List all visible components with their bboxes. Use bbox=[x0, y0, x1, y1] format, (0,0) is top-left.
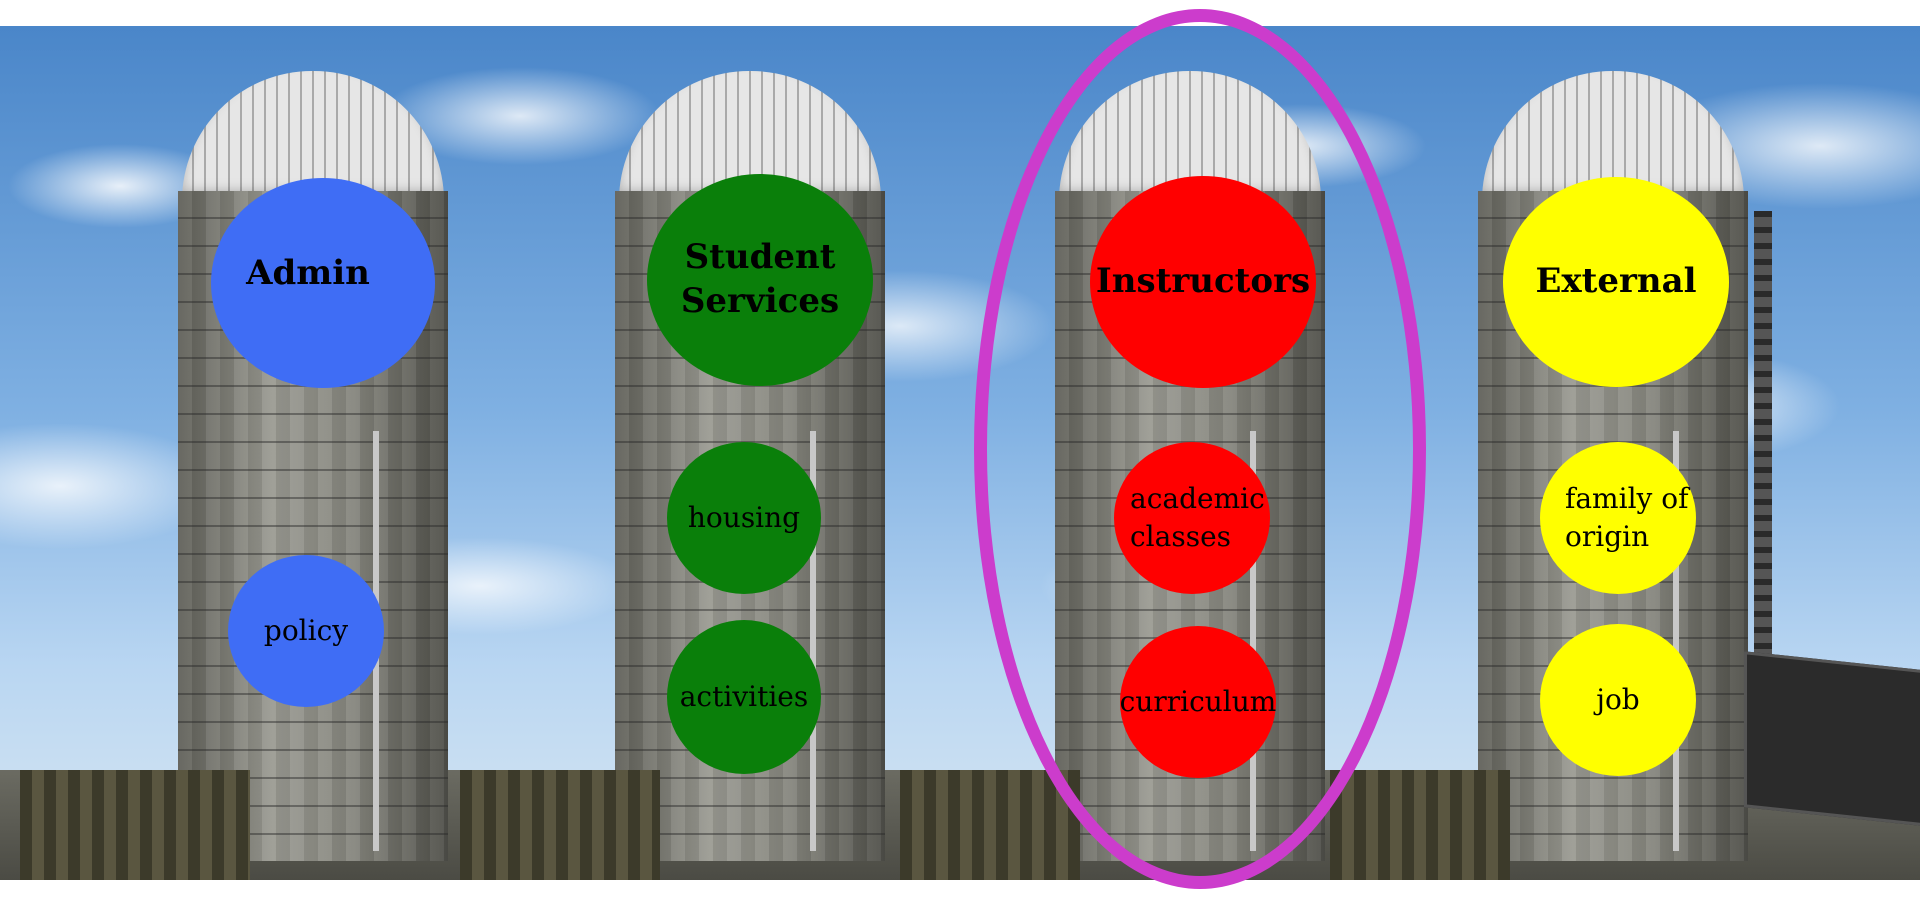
admin-title: Admin bbox=[246, 253, 370, 294]
activities-label: activities bbox=[679, 680, 809, 714]
job-circle: job bbox=[1540, 624, 1696, 776]
job-label: job bbox=[1596, 683, 1640, 717]
housing-label: housing bbox=[687, 501, 801, 535]
policy-label: policy bbox=[263, 614, 349, 648]
student-services-circle: Student Services bbox=[647, 174, 873, 386]
external-circle: External bbox=[1503, 177, 1729, 387]
family-of-origin-label-line2: origin bbox=[1565, 520, 1650, 553]
external-title: External bbox=[1535, 261, 1697, 302]
hay-bales bbox=[900, 770, 1080, 880]
activities-circle: activities bbox=[667, 620, 821, 774]
policy-circle: policy bbox=[228, 555, 384, 707]
family-of-origin-circle: family of origin bbox=[1540, 442, 1696, 594]
student-services-title-line2: Services bbox=[680, 281, 840, 321]
family-of-origin-label-line1: family of bbox=[1565, 482, 1689, 516]
housing-circle: housing bbox=[667, 442, 821, 594]
instructors-highlight-ring bbox=[974, 9, 1426, 889]
silo-ladder bbox=[1754, 211, 1772, 681]
admin-circle: Admin bbox=[211, 178, 435, 388]
hay-bales bbox=[20, 770, 250, 880]
hay-bales bbox=[460, 770, 660, 880]
student-services-title-line1: Student bbox=[684, 237, 836, 278]
hay-bales bbox=[1330, 770, 1510, 880]
trailer bbox=[1744, 651, 1920, 827]
